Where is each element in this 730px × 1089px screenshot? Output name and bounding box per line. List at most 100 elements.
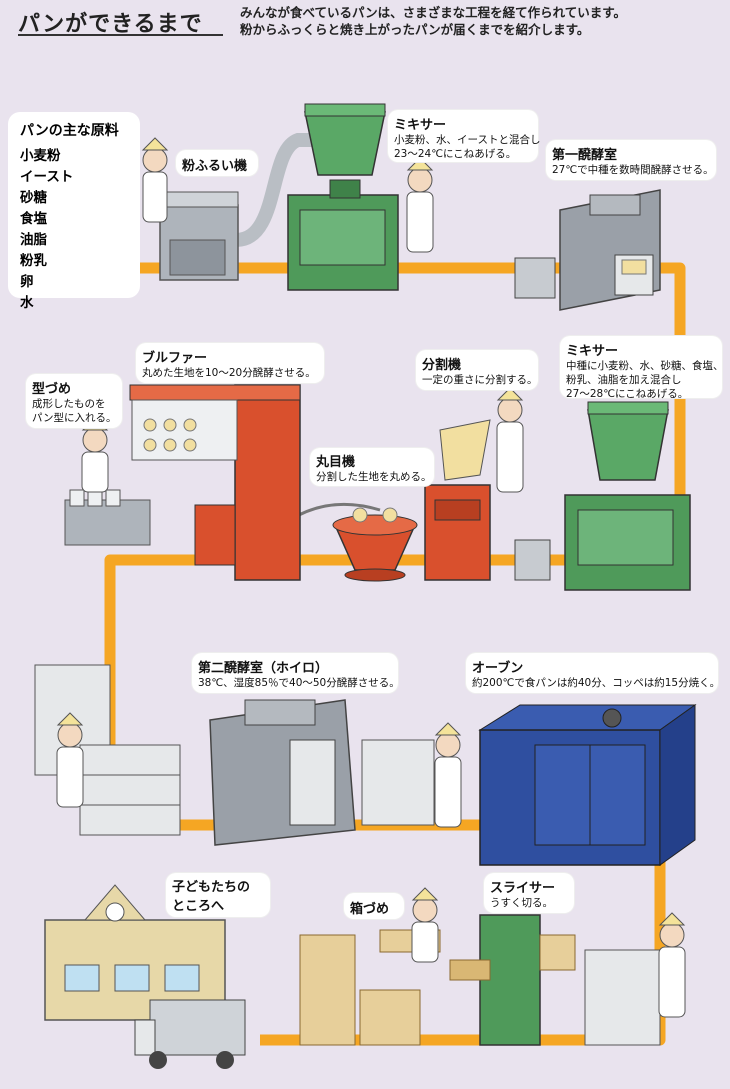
intro-line: みんなが食べているパンは、さまざまな工程を経て作られています。 — [240, 5, 627, 20]
panning-card — [26, 374, 122, 428]
material-item: 油脂 — [20, 232, 47, 248]
panning-desc: パン型に入れる。 — [32, 412, 117, 424]
panning-title: 型づめ — [32, 382, 72, 397]
delivery-truck — [134, 999, 246, 1069]
divider-desc: 一定の重さに分割する。 — [422, 374, 538, 386]
mixer-1-machine — [287, 103, 399, 291]
rounder-machine — [289, 502, 418, 582]
divider-card — [416, 350, 538, 390]
mixer2-desc: 27〜28℃にこねあげる。 — [566, 388, 689, 400]
proofer-title: ブルファー — [142, 351, 208, 366]
proofer-label: ブルファー 丸めた生地を10〜20分醗酵させる。 — [142, 347, 316, 380]
delivery-title: ところへ — [172, 899, 225, 914]
baker-figure — [141, 137, 169, 223]
baker-figure — [496, 387, 524, 493]
material-item: 卵 — [20, 274, 34, 290]
ferment2-title: 第二醗酵室（ホイロ） — [198, 661, 329, 676]
boxing-label: 箱づめ — [350, 898, 389, 917]
sifter-label: 粉ふるい機 — [182, 155, 247, 174]
divider-title: 分割機 — [422, 358, 462, 373]
ferment1-card — [546, 140, 716, 180]
sifter-machine — [159, 133, 330, 281]
mixer2-card — [560, 336, 722, 398]
bread-rack-right — [584, 949, 661, 1046]
mixer1-title: ミキサー — [394, 118, 447, 133]
conveyor-row-2 — [104, 335, 686, 610]
sifter-top — [159, 191, 239, 208]
delivery-title: 子どもたちの — [172, 880, 251, 895]
mixer2-title: ミキサー — [566, 344, 619, 359]
proofer-desc: 丸めた生地を10〜20分醗酵させる。 — [142, 367, 316, 379]
baker-figure — [434, 722, 462, 828]
baker-figure — [658, 912, 686, 1018]
boxing-card — [344, 893, 404, 919]
material-item: 粉乳 — [20, 253, 47, 269]
mixer-hopper — [304, 111, 386, 176]
oven-machine — [478, 704, 697, 866]
boxing-title: 箱づめ — [350, 902, 390, 917]
mixer1-desc: 23〜24℃にこねあげる。 — [394, 148, 517, 160]
material-item: イースト — [20, 169, 74, 185]
proofer-machine — [129, 384, 301, 581]
slicer-machine — [449, 914, 576, 1046]
delivery-label: 子どもたちの ところへ — [172, 876, 250, 914]
oven-label: オーブン 約200℃で食パンは約40分、コッペは約15分焼く。 — [472, 657, 720, 690]
sifter-duct — [234, 133, 330, 247]
mixer2-desc: 中種に小麦粉、水、砂糖、食塩、 — [566, 360, 724, 372]
slicer-label: スライサー うすく切る。 — [490, 877, 555, 910]
ferment1-title: 第一醗酵室 — [552, 148, 618, 163]
sifter-title: 粉ふるい機 — [182, 159, 248, 174]
oven-desc: 約200℃で食パンは約40分、コッペは約15分焼く。 — [472, 677, 721, 689]
material-item: 砂糖 — [20, 190, 47, 206]
slicer-title: スライサー — [490, 881, 556, 896]
oven-card — [466, 653, 718, 693]
materials-list: 小麦粉 イースト 砂糖 食塩 油脂 粉乳 卵 水 — [20, 146, 73, 314]
ferment-2-room — [209, 699, 356, 846]
baker-figure — [406, 157, 434, 253]
mixer2-label: ミキサー 中種に小麦粉、水、砂糖、食塩、 粉乳、油脂を加え混合し 27〜28℃に… — [566, 340, 724, 401]
ferment2-desc: 38℃、湿度85％で40〜50分醗酵させる。 — [198, 677, 400, 689]
sifter-door — [169, 239, 226, 276]
material-item: 水 — [20, 295, 34, 311]
mixer1-card — [388, 110, 538, 162]
slicer-card — [484, 873, 574, 913]
slicer-desc: うすく切る。 — [490, 897, 553, 909]
bread-rack-middle — [361, 739, 435, 826]
intro-line: 粉からふっくらと焼き上がったパンが届くまでを紹介します。 — [240, 22, 590, 37]
baker-figure — [81, 417, 109, 493]
mixer1-label: ミキサー 小麦粉、水、イーストと混合し 23〜24℃にこねあげる。 — [394, 114, 540, 161]
bread-rack-left — [34, 664, 181, 836]
ferment2-card — [192, 653, 398, 693]
material-item: 小麦粉 — [20, 148, 61, 164]
panning-label: 型づめ 成形したものを パン型に入れる。 — [32, 378, 117, 425]
panning-table — [64, 489, 151, 546]
baker-figure — [411, 887, 439, 963]
mixer1-desc: 小麦粉、水、イーストと混合し — [394, 134, 541, 146]
divider-machine — [424, 419, 551, 581]
delivery-card — [166, 873, 270, 917]
divider-label: 分割機 一定の重さに分割する。 — [422, 354, 538, 387]
rounder-card — [310, 448, 434, 486]
ferment1-label: 第一醗酵室 27℃で中種を数時間醗酵させる。 — [552, 144, 714, 177]
materials-heading: パンの主な原料 — [20, 123, 119, 139]
baker-figure — [56, 712, 84, 808]
material-item: 食塩 — [20, 211, 47, 227]
rounder-title: 丸目機 — [316, 455, 356, 470]
proofer-card — [136, 343, 324, 383]
ferment2-label: 第二醗酵室（ホイロ） 38℃、湿度85％で40〜50分醗酵させる。 — [198, 657, 400, 690]
mixer-2-machine — [564, 401, 691, 591]
oven-title: オーブン — [472, 661, 524, 676]
materials-card: パンの主な原料 小麦粉 イースト 砂糖 食塩 油脂 粉乳 卵 水 — [8, 112, 140, 311]
rounder-desc: 分割した生地を丸める。 — [316, 471, 432, 483]
ferment1-desc: 27℃で中種を数時間醗酵させる。 — [552, 164, 714, 176]
page-title: パンができるまで — [18, 12, 203, 37]
panning-desc: 成形したものを — [32, 398, 106, 410]
rounder-label: 丸目機 分割した生地を丸める。 — [316, 451, 432, 484]
mixer2-desc: 粉乳、油脂を加え混合し — [566, 374, 682, 386]
ferment-1-room — [514, 189, 661, 311]
intro-text: みんなが食べているパンは、さまざまな工程を経て作られています。 粉からふっくらと… — [240, 4, 720, 38]
title-underline — [18, 34, 223, 36]
sifter-card — [176, 150, 258, 176]
